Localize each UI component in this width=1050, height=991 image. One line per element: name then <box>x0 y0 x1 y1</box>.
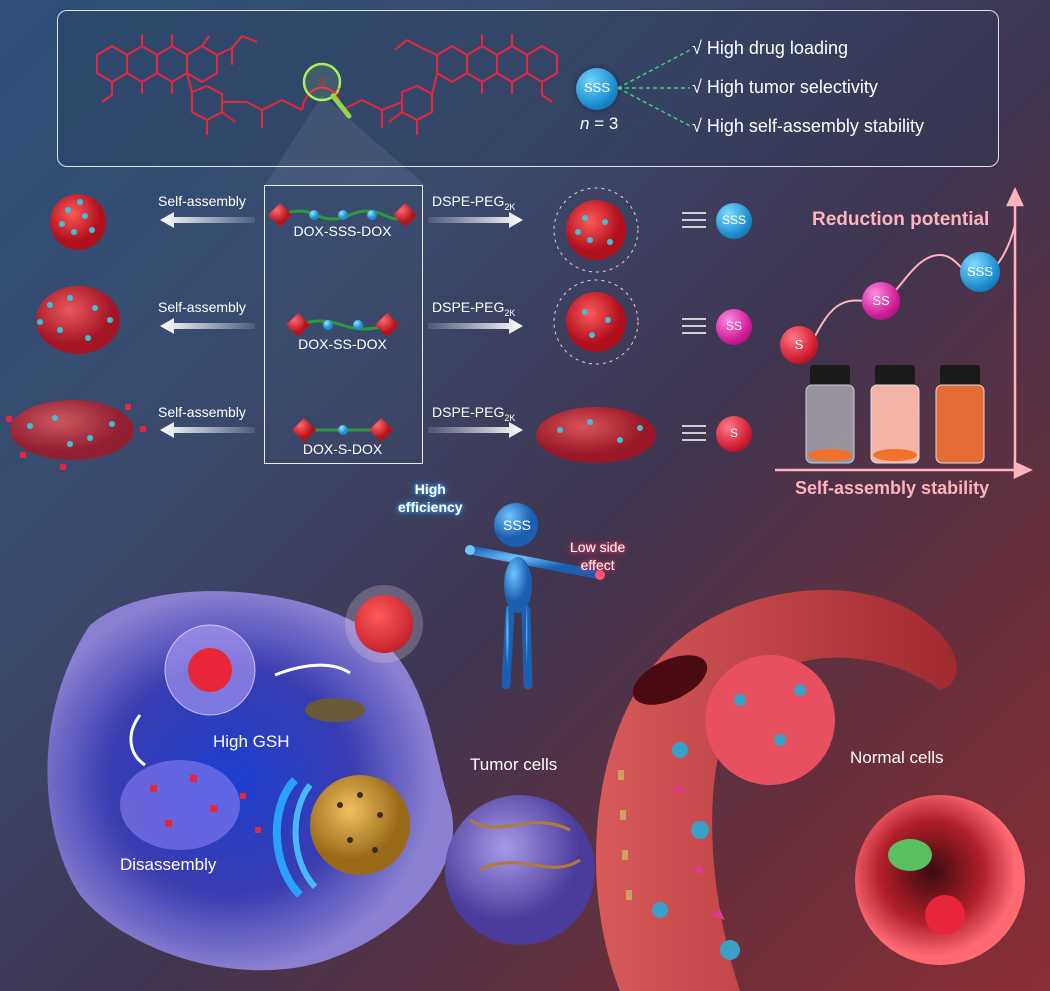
np-scattered-left <box>10 400 134 460</box>
mannequin-figure <box>465 503 605 690</box>
linker-s-label: S <box>318 77 325 89</box>
normal-cell <box>855 795 1025 965</box>
high-efficiency-line2: efficiency <box>398 499 463 515</box>
high-efficiency-line1: High <box>414 481 446 497</box>
stability-graph <box>775 187 1033 479</box>
vial-1 <box>805 365 855 464</box>
n-value: = 3 <box>594 114 619 133</box>
disassembly-label: Disassembly <box>120 855 217 874</box>
linker-n-label: n <box>335 86 341 97</box>
n-italic: n <box>580 114 590 133</box>
inflamed-tissue <box>705 655 835 785</box>
peg-arrows <box>428 212 523 438</box>
dox-structure-drawing: S n <box>96 34 558 135</box>
tumor-cluster <box>445 795 595 945</box>
benefit-connectors <box>618 49 691 127</box>
graph-x-label: Self-assembly stability <box>795 478 990 498</box>
mitochondrion <box>305 698 365 722</box>
peg-sub-2: 2K <box>504 307 516 318</box>
low-side-effect-line2: effect <box>580 557 615 573</box>
graph-point-ss <box>862 282 900 320</box>
graph-point-s-label: S <box>794 337 804 352</box>
n-equals-label: n = 3 <box>580 114 618 134</box>
structure-panel <box>57 10 999 167</box>
prodrug-label-sss: DOX-SSS-DOX <box>293 223 392 239</box>
sss-sphere-top <box>576 68 618 110</box>
assembly-arrows <box>160 212 255 438</box>
sphere-s <box>716 416 752 452</box>
sphere-sss-label: SSS <box>721 213 746 227</box>
assembly-label-2: Self-assembly <box>158 299 246 315</box>
prodrug-label-ss: DOX-SS-DOX <box>298 336 387 352</box>
sss-sphere-top-label: SSS <box>583 80 610 95</box>
peg-nanoparticles <box>536 187 656 463</box>
assembly-label-1: Self-assembly <box>158 193 246 209</box>
sphere-ss <box>716 309 752 345</box>
graph-y-label: Reduction potential <box>812 209 990 230</box>
zoom-wedge <box>265 95 425 185</box>
sphere-sss <box>716 203 752 239</box>
vial-3 <box>935 365 985 464</box>
normal-cells-label: Normal cells <box>850 748 944 767</box>
peg-text-2: DSPE-PEG <box>432 299 505 315</box>
np-peg-ss <box>566 292 626 352</box>
benefit-drug-loading: √ High drug loading <box>692 38 848 58</box>
graph-point-s <box>780 326 818 364</box>
benefit-assembly-stability: √ High self-assembly stability <box>692 116 924 136</box>
low-side-effect-line1: Low side <box>570 539 626 555</box>
left-assemblies <box>6 194 146 470</box>
high-gsh-label: High GSH <box>213 732 290 751</box>
peg-label-2: DSPE-PEG2K <box>432 299 515 318</box>
np-compact-left <box>50 194 106 250</box>
peg-sub-1: 2K <box>504 201 516 212</box>
sphere-ss-label: SS <box>725 319 742 333</box>
peg-sub-3: 2K <box>504 412 516 423</box>
peg-text-1: DSPE-PEG <box>432 193 505 209</box>
low-side-effect-label: Low side effect <box>570 538 625 574</box>
np-loose-left <box>36 286 120 354</box>
high-efficiency-label: High efficiency <box>398 480 463 516</box>
tumor-cells-label: Tumor cells <box>470 755 558 774</box>
tumor-cell <box>47 591 454 971</box>
prodrug-label-s: DOX-S-DOX <box>302 441 383 457</box>
peg-label-1: DSPE-PEG2K <box>432 193 515 212</box>
np-peg-sss <box>566 200 626 260</box>
vial-2 <box>870 365 920 464</box>
figure-head-label: SSS <box>502 517 531 533</box>
graph-point-sss <box>960 252 1000 292</box>
equivalence-signs <box>682 212 706 441</box>
np-peg-s <box>536 407 656 463</box>
peg-text-3: DSPE-PEG <box>432 404 505 420</box>
nucleus <box>310 775 410 875</box>
assembly-label-3: Self-assembly <box>158 404 246 420</box>
sphere-s-label: S <box>729 426 738 440</box>
graph-point-sss-label: SSS <box>966 264 993 279</box>
graph-point-ss-label: SS <box>872 293 890 308</box>
disassembled-particle <box>120 760 240 850</box>
peg-label-3: DSPE-PEG2K <box>432 404 515 423</box>
blood-vessel <box>445 590 1025 991</box>
incoming-nanoparticle <box>355 595 413 653</box>
prodrug-molecules <box>268 203 417 442</box>
benefit-tumor-selectivity: √ High tumor selectivity <box>692 77 878 97</box>
